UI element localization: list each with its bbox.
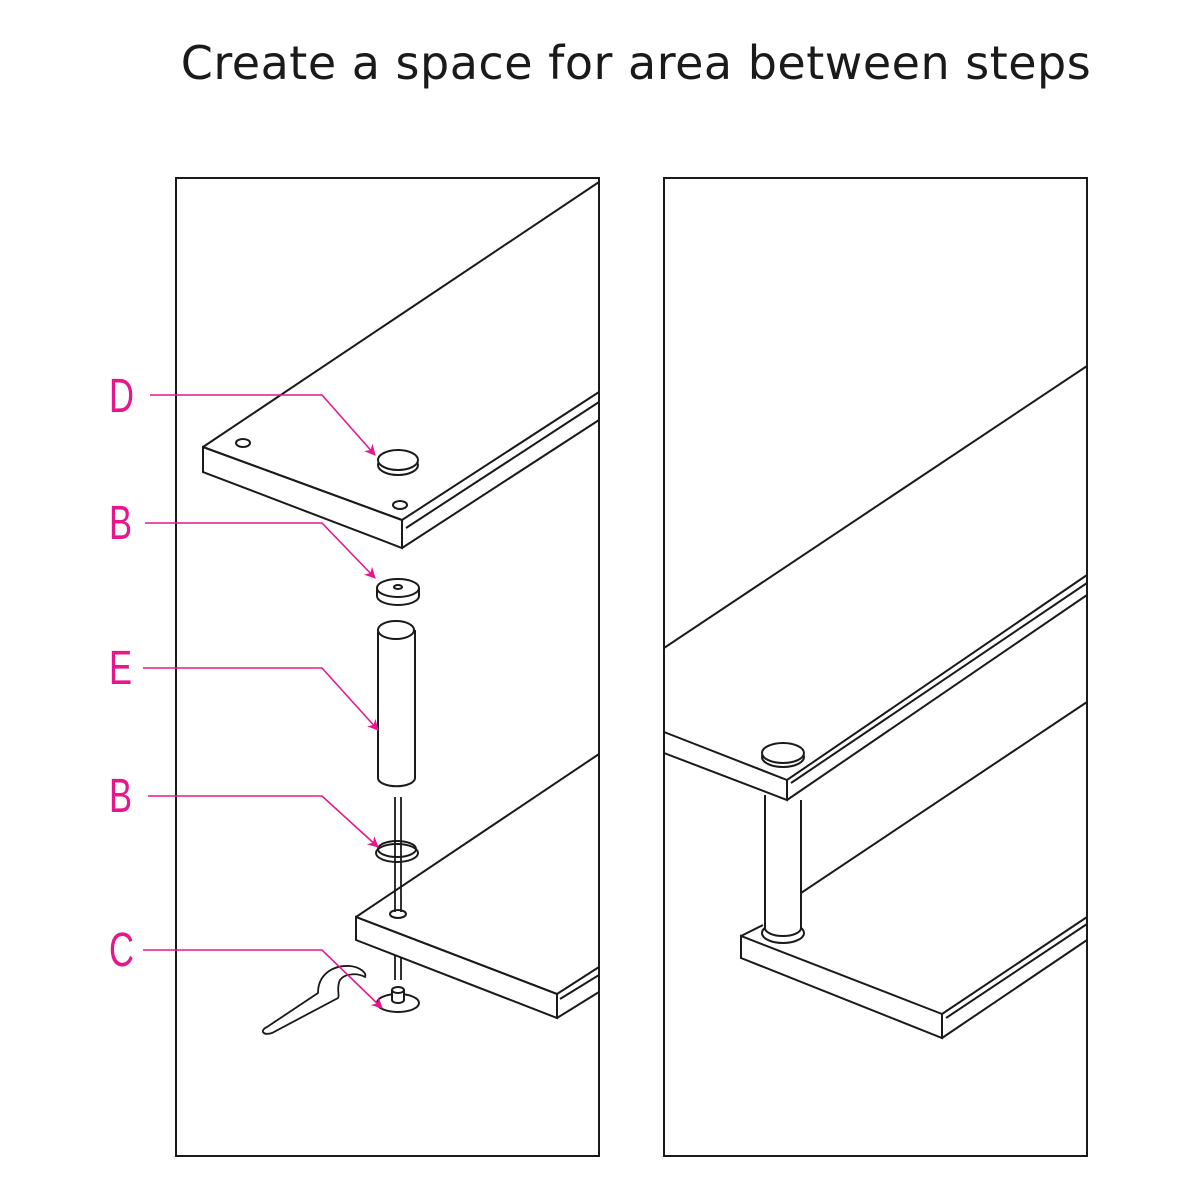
- right-panel-frame: [663, 177, 1088, 1157]
- callout-lines: [143, 394, 383, 1009]
- spacer-tube: [377, 620, 416, 788]
- washer-top: [376, 578, 420, 606]
- callout-label-c: C: [109, 924, 134, 977]
- base-nut: [376, 986, 420, 1013]
- upper-step-assembled: [663, 574, 1088, 802]
- callout-label-d: D: [109, 370, 134, 423]
- washer-lower: [375, 840, 419, 863]
- callout-label-e: E: [109, 642, 133, 695]
- spacer-column: [761, 701, 1088, 944]
- right-panel: [663, 177, 1088, 1157]
- spanner: [261, 965, 367, 1035]
- callout-label-b-lower: B: [109, 770, 133, 823]
- left-panel: [175, 177, 600, 1157]
- lower-step-board: [355, 753, 600, 1020]
- bolt: [394, 797, 402, 980]
- upper-step-back-edge: [663, 365, 1088, 649]
- left-panel-frame: [175, 177, 600, 1157]
- page-title: Create a space for area between steps: [180, 36, 1092, 90]
- callout-label-b-top: B: [109, 497, 133, 550]
- upper-step-board: [202, 181, 600, 550]
- lower-step-assembled: [740, 916, 1088, 1040]
